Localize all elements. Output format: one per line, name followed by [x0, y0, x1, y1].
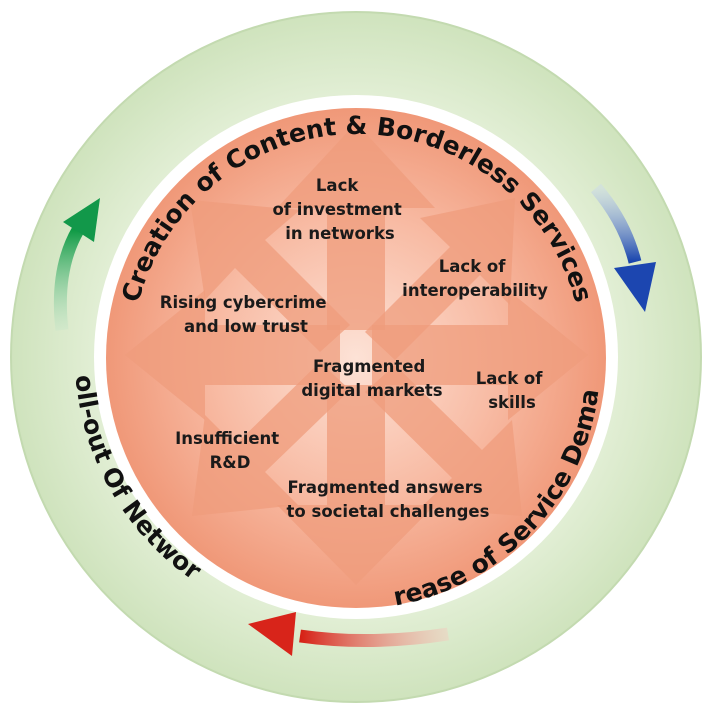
arrow-left	[125, 290, 340, 420]
cycle-arrow-green	[53, 198, 100, 331]
arrow-up	[277, 123, 435, 330]
label-fragmented-digital-markets: Fragmented digital markets	[301, 357, 442, 400]
cycle-arrow-red	[248, 612, 449, 656]
label-fragmented-answers: Fragmented answers to societal challenge…	[287, 478, 490, 521]
label-insufficient-rnd: Insufficient R&D	[175, 429, 285, 472]
arrow-down-left	[192, 362, 350, 516]
arrow-up-left	[190, 200, 350, 352]
cycle-arrow-blue	[591, 183, 656, 312]
label-lack-of-skills: Lack of skills	[476, 369, 548, 412]
arrow-right	[372, 290, 588, 420]
radiating-arrows	[125, 123, 588, 585]
arrow-down	[277, 385, 435, 585]
arrow-up-right	[365, 198, 515, 360]
arrow-down-right	[365, 365, 522, 516]
label-lack-of-interoperability: Lack of interoperability	[402, 257, 548, 300]
label-rising-cybercrime: Rising cybercrime and low trust	[160, 293, 333, 336]
label-lack-of-investment: Lack of investment in networks	[272, 176, 407, 243]
